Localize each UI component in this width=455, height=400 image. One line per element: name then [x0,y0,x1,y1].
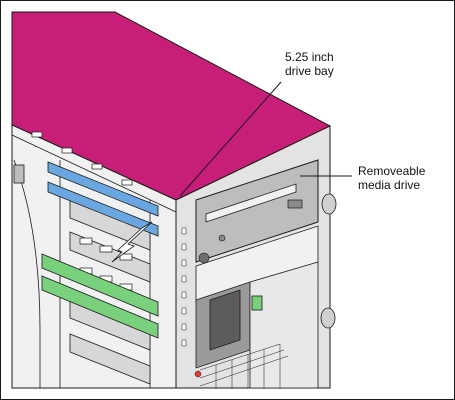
front-panel-perforations [181,227,187,347]
media-drive-led [218,234,226,242]
media-drive-callout: Removeable media drive [358,164,425,192]
bay-screw-icon [198,252,210,264]
media-drive-callout-line2: media drive [358,178,421,192]
red-indicator-icon [194,370,202,378]
drive-bay-callout: 5.25 inch drive bay [285,50,334,78]
interior-vent-holes [31,131,133,291]
right-side-feet [320,193,337,329]
media-drive-callout-line1: Removeable [358,164,426,178]
green-drive-rails [41,253,159,339]
drive-bay-leader-line [179,81,282,197]
lower-drive-mechanism [195,261,319,389]
drive-bay-callout-line1: 5.25 inch [285,50,334,64]
bottom-grille [199,343,289,388]
drive-bay-callout-line2: drive bay [285,64,334,78]
install-arrow [111,221,153,263]
media-drive-eject-button [287,199,303,209]
media-drive-bezel [195,159,319,263]
blue-drive-rails [47,161,159,237]
media-drive-slot [205,183,297,223]
